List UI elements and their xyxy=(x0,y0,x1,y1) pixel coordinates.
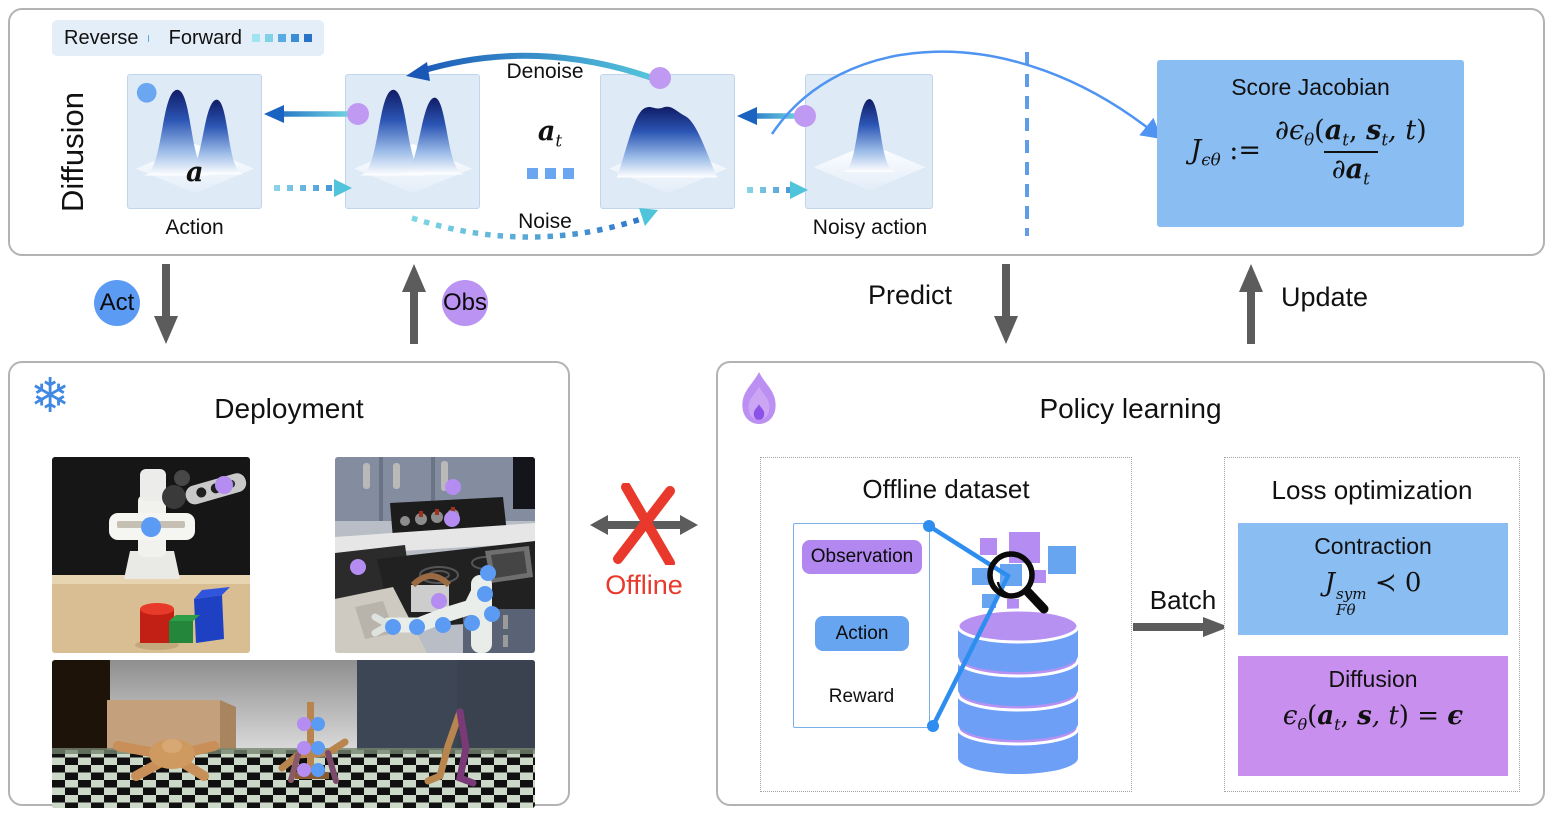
forward-dotted-line-icon xyxy=(252,34,312,42)
noisy-action-caption: Noisy action xyxy=(812,216,928,239)
forward-arrow-1 xyxy=(274,179,352,197)
offline-dataset-title: Offline dataset xyxy=(862,474,1030,504)
mujoco-locomotion-image xyxy=(52,660,535,808)
data-squares xyxy=(972,532,1076,611)
offline-dataset-panel: Offline dataset Observation Action Rewar… xyxy=(760,457,1132,792)
a-t-label: at xyxy=(537,116,563,151)
act-marker-dot xyxy=(141,517,161,537)
obs-label: Obs xyxy=(442,289,487,316)
noise-label: Noise xyxy=(518,210,572,233)
hopper-figure xyxy=(295,702,329,779)
update-label: Update xyxy=(1281,282,1369,312)
policy-learning-box: Policy learning Offline dataset Observat… xyxy=(716,361,1545,806)
policy-learning-title: Policy learning xyxy=(1039,393,1222,424)
a-label: a xyxy=(186,157,204,188)
denoise-label: Denoise xyxy=(506,60,584,83)
snowflake-icon: ❄ xyxy=(30,370,71,423)
contraction-title: Contraction xyxy=(1314,533,1432,559)
batch-arrow xyxy=(1133,617,1229,637)
walker-figure xyxy=(424,708,477,787)
deployment-box: ❄ Deployment xyxy=(8,361,570,808)
reward-label: Reward xyxy=(828,686,895,707)
update-up-arrow xyxy=(1239,264,1263,344)
database-icon xyxy=(956,608,1080,774)
observation-label: Observation xyxy=(810,546,914,567)
bimodal-surface-plot-2 xyxy=(353,89,473,194)
observation-pill: Observation xyxy=(802,540,922,574)
legend-forward-label: Forward xyxy=(168,26,242,49)
diffusion-loss-box: Diffusion ϵθ(at, s, t) = ϵ xyxy=(1238,656,1508,776)
score-jacobian-formula: Jϵθ := ∂ϵθ(at, st, t) ∂at xyxy=(1190,115,1427,189)
transition-tuple-box: Observation Action Reward xyxy=(793,523,930,728)
batch-label: Batch xyxy=(1149,585,1217,615)
diffusion-loss-formula: ϵθ(at, s, t) = ϵ xyxy=(1282,701,1464,735)
deployment-title: Deployment xyxy=(214,393,364,424)
offline-label: Offline xyxy=(605,570,683,600)
obs-badge: Obs xyxy=(442,280,488,326)
flame-icon xyxy=(742,372,776,424)
broad-distribution-panel xyxy=(600,74,735,209)
act-badge: Act xyxy=(94,280,140,326)
obs-marker-dot xyxy=(215,476,233,494)
act-down-arrow xyxy=(154,264,178,344)
predict-label: Predict xyxy=(868,280,953,310)
action-label: Action xyxy=(835,622,889,644)
diffusion-panel: Reverse Forward Diffusion a xyxy=(8,8,1545,256)
score-jacobian-box: Score Jacobian Jϵθ := ∂ϵθ(at, st, t) ∂at xyxy=(1157,60,1464,227)
sampling-line xyxy=(923,520,1011,732)
real-robot-photo xyxy=(52,457,250,653)
action-dot xyxy=(136,82,157,103)
diffusion-legend: Reverse Forward xyxy=(52,20,324,56)
forward-arrow-2 xyxy=(747,181,808,199)
bimodal-surface-plot xyxy=(135,82,255,194)
obs-up-arrow xyxy=(402,264,426,344)
magnifier-icon xyxy=(987,551,1049,614)
ant-figure xyxy=(113,739,219,781)
offline-blocked-icon xyxy=(590,483,698,565)
predict-down-arrow xyxy=(994,264,1018,344)
kitchen-sim-image xyxy=(335,457,535,653)
action-pill: Action xyxy=(815,616,909,651)
denoised-distribution-panel xyxy=(345,74,480,209)
noisy-action-distribution-panel xyxy=(805,74,933,209)
diffusion-axis-label: Diffusion xyxy=(55,91,90,213)
ellipsis-icon xyxy=(505,168,595,179)
act-label: Act xyxy=(99,289,135,316)
score-jacobian-title: Score Jacobian xyxy=(1231,74,1390,100)
action-caption: Action xyxy=(165,216,224,239)
legend-reverse-label: Reverse xyxy=(64,26,139,49)
loss-optimization-title: Loss optimization xyxy=(1271,475,1473,505)
broad-surface-plot xyxy=(608,106,728,194)
action-distribution-panel: a xyxy=(127,74,262,209)
diffusion-loss-title: Diffusion xyxy=(1328,666,1418,692)
gaussian-surface-plot xyxy=(813,99,926,191)
